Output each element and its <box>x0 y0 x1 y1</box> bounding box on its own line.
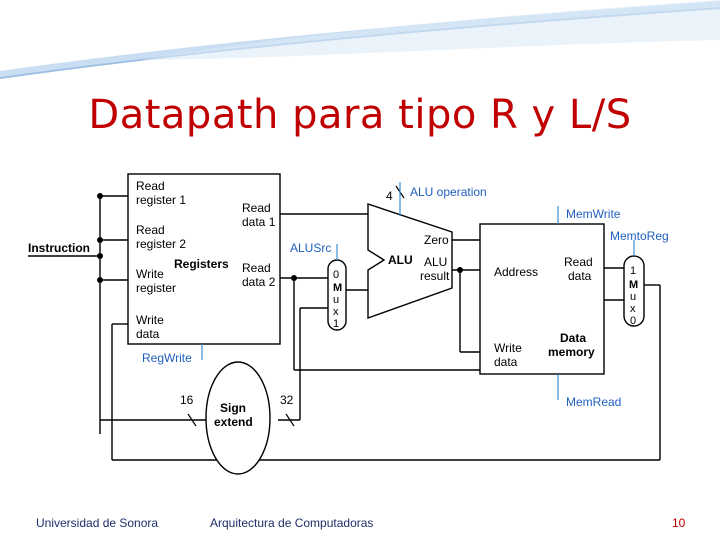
datapath-diagram: Instruction Read register 1 Read registe… <box>28 160 700 500</box>
mem-read-data-line1: Read <box>564 255 593 269</box>
regwrite-label: RegWrite <box>142 351 192 365</box>
mem-mux-u: u <box>630 291 636 303</box>
sign-extend-line2: extend <box>214 415 253 429</box>
alu-mux-u: u <box>333 294 339 306</box>
read-register-2-line1: Read <box>136 223 165 237</box>
mem-write-data-line1: Write <box>494 341 522 355</box>
register-file <box>127 173 281 345</box>
mem-mux-0: 0 <box>630 315 636 327</box>
alu-mux-1: 1 <box>333 318 339 330</box>
memtoreg-label: MemtoReg <box>610 229 669 243</box>
zero-label: Zero <box>424 233 449 247</box>
mem-write-data-line2: data <box>494 355 518 369</box>
memread-label: MemRead <box>566 395 621 409</box>
read-register-1-line2: register 1 <box>136 193 186 207</box>
slide-title: Datapath para tipo R y L/S <box>88 92 632 138</box>
read-data-1-line1: Read <box>242 201 271 215</box>
mem-mux-x: x <box>630 303 636 315</box>
read-data-2-line2: data 2 <box>242 275 276 289</box>
sign-extend-out-bits: 32 <box>280 393 294 407</box>
alu-mux-0: 0 <box>333 269 339 281</box>
alu-op-bits: 4 <box>386 189 393 203</box>
read-data-1-line2: data 1 <box>242 215 276 229</box>
alu-result-line2: result <box>420 269 450 283</box>
sign-extend-unit <box>205 361 271 475</box>
data-memory-line1: Data <box>560 331 586 345</box>
page-number: 10 <box>672 516 686 530</box>
alusrc-label: ALUSrc <box>290 241 331 255</box>
footer-university: Universidad de Sonora <box>36 516 159 530</box>
alu-result-line1: ALU <box>424 255 447 269</box>
registers-label: Registers <box>174 257 229 271</box>
address-label: Address <box>494 265 538 279</box>
header-decoration <box>0 0 720 90</box>
alu-unit <box>367 203 453 319</box>
alu-label: ALU <box>388 253 413 267</box>
read-register-2-line2: register 2 <box>136 237 186 251</box>
alu-operation-label: ALU operation <box>410 185 487 199</box>
mem-mux-M: M <box>629 279 638 291</box>
data-memory <box>479 223 605 375</box>
write-register-line2: register <box>136 281 176 295</box>
mem-mux-1: 1 <box>630 265 636 277</box>
sign-extend-in-bits: 16 <box>180 393 194 407</box>
read-data-2-line1: Read <box>242 261 271 275</box>
write-register-line1: Write <box>136 267 164 281</box>
data-memory-line2: memory <box>548 345 595 359</box>
footer-course: Arquitectura de Computadoras <box>210 516 374 530</box>
read-register-1-line1: Read <box>136 179 165 193</box>
sign-extend-line1: Sign <box>220 401 246 415</box>
instruction-label: Instruction <box>28 241 90 255</box>
alu-mux-M: M <box>333 282 342 294</box>
write-data-line1: Write <box>136 313 164 327</box>
write-data-line2: data <box>136 327 160 341</box>
alu-mux-x: x <box>333 306 339 318</box>
mem-read-data-line2: data <box>568 269 592 283</box>
memwrite-label: MemWrite <box>566 207 621 221</box>
